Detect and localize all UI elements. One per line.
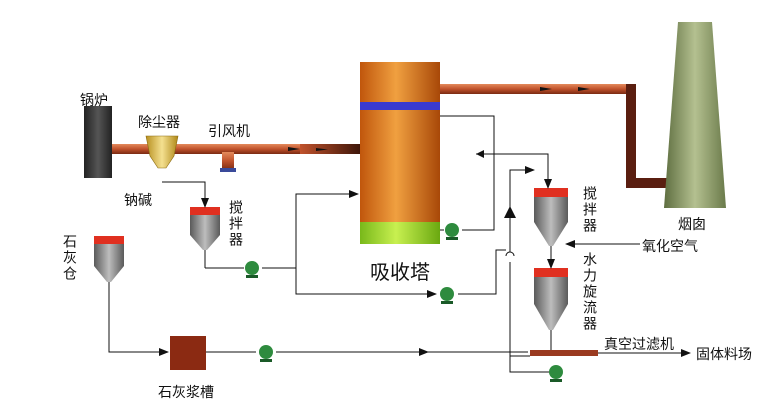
label-lime-silo: 石灰仓 [61,234,77,282]
pump-icon [445,223,459,240]
label-dust-collector: 除尘器 [138,115,180,131]
label-chimney: 烟囱 [678,217,706,233]
induced-fan-duct [220,152,236,172]
pump-icon [440,287,454,304]
flue-gas-pipe-inlet [112,144,362,154]
label-mixer-right: 搅拌器 [581,186,597,234]
label-absorber: 吸收塔 [370,260,430,284]
boiler-block [84,106,112,178]
label-lime-slurry-tank: 石灰浆槽 [158,385,214,401]
flue-gas-pipe-outlet [440,84,670,188]
label-boiler: 锅炉 [80,93,108,109]
hydrocyclone-vessel [534,268,568,330]
chimney-shape [664,22,726,208]
label-oxidation-air: 氧化空气 [642,239,698,255]
lime-slurry-tank-block [170,336,206,370]
pump-icon [259,345,273,362]
label-hydrocyclone: 水力旋流器 [581,252,597,332]
label-soda: 钠碱 [124,193,152,209]
label-solid-yard: 固体料场 [696,347,752,363]
pump-icon [245,261,259,278]
label-induced-fan: 引风机 [208,124,250,140]
flow-arrows [288,87,590,218]
absorber-tower [360,62,440,244]
mixer-right-vessel [534,188,568,246]
lime-silo-vessel [94,236,124,282]
pump-icon [549,365,563,382]
process-lines [108,115,691,373]
label-mixer-left: 搅拌器 [227,200,243,248]
mixer-left-vessel [190,207,220,268]
label-vacuum-filter: 真空过滤机 [604,337,674,353]
dust-collector-shape [145,135,179,169]
vacuum-filter-belt [530,350,598,356]
